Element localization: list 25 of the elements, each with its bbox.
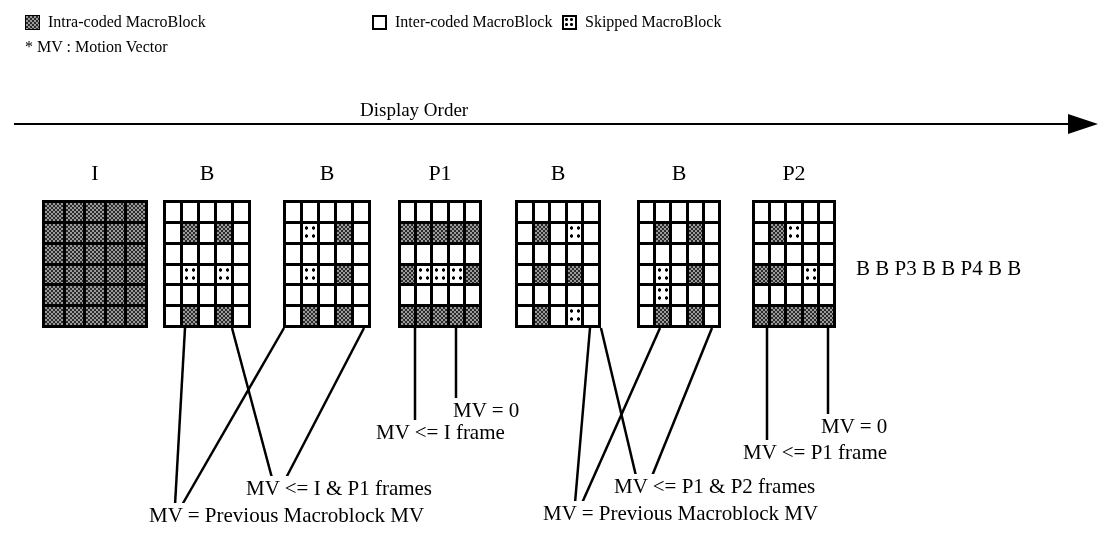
leader-line	[599, 327, 638, 477]
leader-line	[580, 327, 662, 504]
legend-text: Intra-coded MacroBlock	[48, 12, 206, 32]
leader-line	[230, 327, 274, 479]
legend-text: Inter-coded MacroBlock	[395, 12, 553, 32]
leader-line	[573, 327, 592, 504]
leader-line	[454, 328, 458, 400]
frame-label: B	[199, 159, 215, 187]
leader-line	[173, 327, 187, 506]
leader-line	[765, 328, 769, 442]
leader-line	[180, 327, 286, 506]
legend-text: Skipped MacroBlock	[585, 12, 722, 33]
frame-label: B	[550, 159, 566, 187]
axis-label: Display Order	[360, 98, 469, 122]
frame-label: I	[91, 159, 99, 187]
leader-line	[826, 328, 830, 416]
frame-label: B	[671, 159, 687, 187]
frame-label: B	[319, 159, 335, 187]
sequence-text: B B P3 B B P4 B B	[856, 255, 1022, 282]
frame-label: P2	[782, 159, 806, 187]
leader-line	[650, 327, 714, 477]
leader-line	[284, 327, 366, 479]
note-text: * MV : Motion Vector	[25, 37, 168, 57]
frame-label: P1	[428, 159, 452, 187]
leader-line	[413, 328, 417, 422]
